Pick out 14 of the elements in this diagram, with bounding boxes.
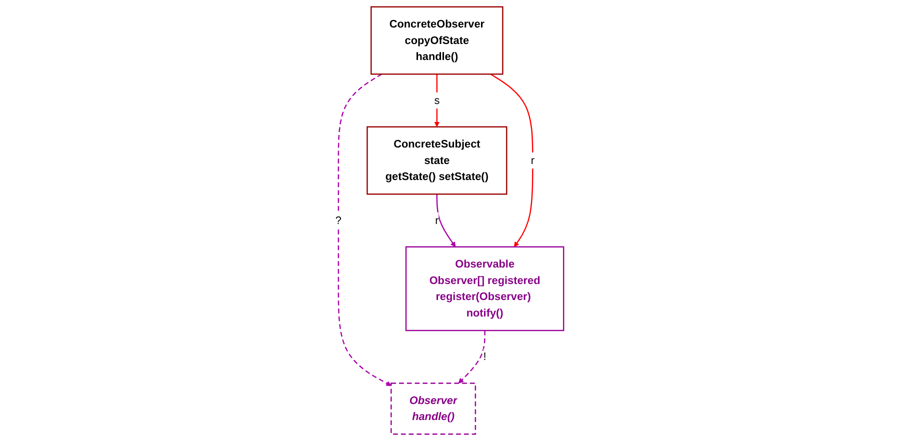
arrow (490, 74, 534, 248)
node-box: ConcreteSubject state getState() setState() (366, 126, 508, 195)
edge-label: ? (335, 214, 342, 226)
arrow (458, 330, 486, 384)
edge-label: r (435, 214, 439, 226)
edge-label: ! (483, 350, 486, 363)
edge-label: s (434, 94, 440, 106)
node-box: ConcreteObserver copyOfState handle() (370, 6, 504, 75)
arrow (338, 74, 392, 386)
arrow (434, 74, 440, 128)
arrow (436, 194, 456, 248)
node-box: Observable Observer[] registered register(Observer) notify() (405, 246, 564, 332)
edge-label: r (530, 154, 535, 166)
node-box: Observer handle() (390, 382, 476, 435)
